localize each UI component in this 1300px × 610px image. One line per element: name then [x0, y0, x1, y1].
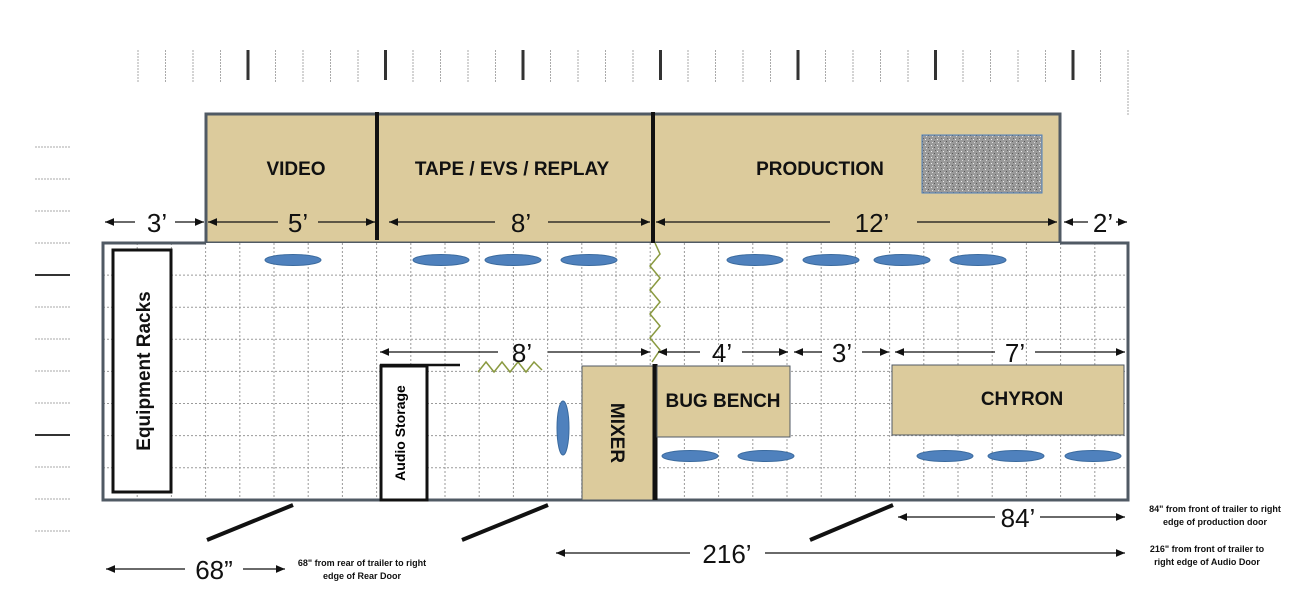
room-tape-evs-replay: TAPE / EVS / REPLAY	[415, 159, 610, 180]
curtain-zigzag	[477, 360, 543, 374]
seat	[412, 254, 470, 266]
production-door	[809, 503, 894, 542]
note-216-line2: right edge of Audio Door	[1154, 557, 1260, 567]
note-84-line2: edge of production door	[1163, 517, 1267, 527]
dim-68: 68”	[195, 555, 233, 585]
dim-216: 216’	[702, 539, 751, 569]
dim-7ft: 7’	[1005, 338, 1025, 368]
seat	[873, 254, 931, 266]
seat	[987, 450, 1045, 462]
bottom-dimensions	[106, 513, 1125, 573]
seats	[264, 254, 1122, 462]
note-216-line1: 216" from front of trailer to	[1150, 544, 1265, 554]
note-68-line1: 68" from rear of trailer to right	[298, 558, 426, 568]
seat	[556, 400, 570, 456]
seat	[949, 254, 1007, 266]
seat	[264, 254, 322, 266]
audio-door	[461, 503, 549, 542]
dim-3ft-mid: 3’	[832, 338, 852, 368]
production-monitor-wall	[921, 134, 1043, 194]
seat	[916, 450, 974, 462]
dim-8ft-mid: 8’	[512, 338, 532, 368]
dim-3ft: 3’	[147, 208, 167, 238]
chyron-label: CHYRON	[981, 389, 1063, 410]
bug-bench	[656, 365, 791, 438]
seat	[661, 450, 719, 462]
audio-storage	[379, 364, 429, 502]
room-production: PRODUCTION	[756, 159, 884, 180]
dim-12ft: 12’	[855, 208, 890, 238]
rear-door	[206, 503, 294, 542]
chyron	[891, 364, 1125, 436]
seat	[802, 254, 860, 266]
equipment-racks-label: Equipment Racks	[134, 291, 155, 450]
seat	[1064, 450, 1122, 462]
note-84-line1: 84" from front of trailer to right	[1149, 504, 1281, 514]
left-ruler	[35, 146, 70, 532]
doors	[206, 503, 894, 542]
dim-5ft: 5’	[288, 208, 308, 238]
audio-storage-label: Audio Storage	[392, 385, 408, 481]
room-video: VIDEO	[266, 159, 325, 180]
dim-4ft: 4’	[712, 338, 732, 368]
seat	[737, 450, 795, 462]
seat	[484, 254, 542, 266]
mixer-label: MIXER	[606, 403, 627, 463]
bug-bench-label: BUG BENCH	[665, 391, 780, 412]
note-68-line2: edge of Rear Door	[323, 571, 402, 581]
curtain-zigzag	[649, 242, 661, 363]
seat	[560, 254, 618, 266]
dim-8ft: 8’	[511, 208, 531, 238]
dim-84: 84’	[1001, 503, 1036, 533]
dim-2ft: 2’	[1093, 208, 1113, 238]
equipment-racks	[111, 248, 173, 494]
seat	[726, 254, 784, 266]
top-ruler	[137, 50, 1129, 115]
